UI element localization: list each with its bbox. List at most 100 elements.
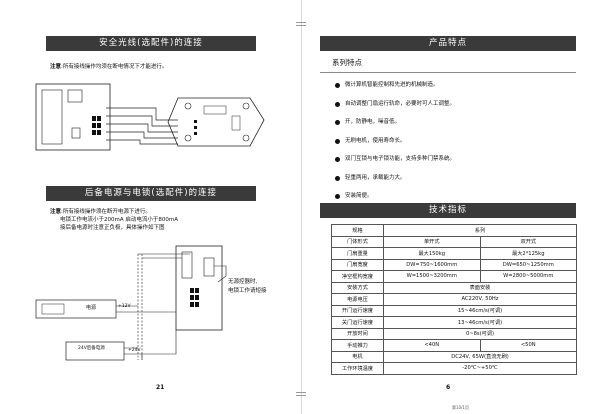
table-cell: 净空框构宽度 xyxy=(331,270,384,283)
note-text: :所有接线操作均须在断电情况下才能进行。 xyxy=(61,64,168,70)
bullet-icon xyxy=(335,175,340,181)
page-footer: 第10/1页 xyxy=(452,405,469,410)
table-cell: 最大2*125kg xyxy=(479,247,577,260)
table-row: 工作环境温度 -20℃~+50℃ xyxy=(331,362,577,375)
table-row: 净空框构宽度 W=1500~3200mm W=2800~5000mm xyxy=(331,270,577,283)
spec-table: 规格 系列 门体形式 单开式 双开式 门扇重量 最大150kg 最大2*125k… xyxy=(331,224,577,375)
table-cell: DC24V, 65W(直流无刷) xyxy=(383,350,577,363)
divider xyxy=(320,72,576,73)
table-cell: <50N xyxy=(479,339,577,352)
table-cell: 关门运行速度 xyxy=(331,316,384,329)
table-cell: 13~46cm/s(可调) xyxy=(383,316,577,329)
board-frame xyxy=(41,89,63,145)
table-cell: 安装方式 xyxy=(331,281,384,294)
list-item: 微计算机智能控制和先进的机械制造。 xyxy=(335,76,585,95)
table-cell: 系列 xyxy=(383,224,577,237)
table-cell: 单开式 xyxy=(383,235,481,248)
voltage-24v-label: +24V xyxy=(128,348,141,353)
list-item: 安装简便。 xyxy=(335,187,585,206)
terminal-block xyxy=(190,288,199,307)
table-cell: 门扇重量 xyxy=(331,247,384,260)
sensor-chip xyxy=(203,105,227,115)
board-frame xyxy=(181,251,193,279)
table-cell: 门体形式 xyxy=(331,235,384,248)
callout-line xyxy=(214,265,227,283)
table-row: 安装方式 表面安装 xyxy=(331,281,577,294)
wire xyxy=(106,131,178,139)
bullet-icon xyxy=(335,120,340,125)
table-row: 电源电压 AC220V, 50Hz xyxy=(331,293,577,306)
table-cell: W=2800~5000mm xyxy=(479,270,577,283)
safety-light-wiring-diagram xyxy=(35,83,265,151)
wire xyxy=(106,123,178,133)
power-connector xyxy=(41,303,65,315)
note-label: 注意 xyxy=(50,209,62,215)
table-cell: 最大150kg xyxy=(383,247,481,260)
wire xyxy=(116,305,142,313)
table-row: 电机 DC24V, 65W(直流无刷) xyxy=(331,350,577,363)
table-row: 门扇宽度 DW=750~1600mm DW=650~1250mm xyxy=(331,258,577,271)
bullet-icon xyxy=(335,101,340,107)
table-cell: 手动推力 xyxy=(331,339,384,352)
registration-mark xyxy=(296,392,306,402)
table-row: 门体形式 单开式 双开式 xyxy=(331,235,577,248)
note-safety-light: 注意:所有接线操作均须在断电情况下才能进行。 xyxy=(50,63,167,71)
bullet-icon xyxy=(335,138,340,144)
backup-supply-label: 24V后备电源 xyxy=(78,346,105,351)
center-fold xyxy=(301,0,302,414)
note-backup-power: 注意:所有接线操作须在断开电源下进行。 电锁工作电流小于200mA 启动电流小于… xyxy=(50,208,178,232)
terminal-block xyxy=(92,116,101,135)
table-row: 开门运行速度 15~46cm/s(可调) xyxy=(331,304,577,317)
wire xyxy=(106,107,178,121)
features-subtitle: 系列特点 xyxy=(332,58,362,67)
list-item: 开，防静电，噪音低。 xyxy=(335,113,585,132)
table-cell: 15~46cm/s(可调) xyxy=(383,304,577,317)
list-item: 双门互锁与电子锁功能，支持多种门禁系统。 xyxy=(335,150,585,169)
table-row: 规格 系列 xyxy=(331,224,577,237)
table-row: 开放时间 0~8s(可调) xyxy=(331,327,577,340)
backup-power-wiring-diagram xyxy=(35,245,227,361)
section-title-product-features: 产品特点 xyxy=(320,36,576,51)
wire xyxy=(106,139,178,145)
callout-note: 无源控器时, 电锁工作请短接 xyxy=(228,278,267,296)
registration-mark xyxy=(296,22,306,32)
section-title-safety-light: 安全光线(选配件)的连接 xyxy=(46,36,256,51)
sensor-terminals xyxy=(194,120,197,135)
table-cell: 电源电压 xyxy=(331,293,384,306)
note-line: 电锁工作电流小于200mA 启动电流小于800mA xyxy=(60,217,178,223)
callout-line-2: 电锁工作请短接 xyxy=(228,288,267,294)
table-row: 手动推力 <40N <50N xyxy=(331,339,577,352)
table-cell: -20℃~+50℃ xyxy=(383,362,577,375)
bullet-icon xyxy=(335,83,340,88)
note-line: :所有接线操作须在断开电源下进行。 xyxy=(61,209,151,215)
note-line: 接后备电源时注意正负极，具体操作如下图 xyxy=(60,225,165,231)
mounting-hole xyxy=(184,102,192,110)
table-cell: W=1500~3200mm xyxy=(383,270,481,283)
sensor-unit xyxy=(167,97,265,147)
mounting-hole xyxy=(242,102,250,110)
table-row: 关门运行速度 13~46cm/s(可调) xyxy=(331,316,577,329)
section-title-backup-power: 后备电源与电锁(选配件)的连接 xyxy=(46,186,256,201)
list-item: 无刷电机，使用寿命长。 xyxy=(335,132,585,151)
table-cell: 开门运行速度 xyxy=(331,304,384,317)
table-cell: 开放时间 xyxy=(331,327,384,340)
board-chip xyxy=(67,89,83,103)
wire xyxy=(142,330,177,355)
sensor-relay xyxy=(231,115,241,131)
power-unit-label: 电源 xyxy=(86,305,97,311)
mounting-hole xyxy=(184,134,192,142)
table-row: 门扇重量 最大150kg 最大2*125kg xyxy=(331,247,577,260)
table-cell: 规格 xyxy=(331,224,384,237)
feature-list: 微计算机智能控制和先进的机械制造。 自动调整门扇运行轨命，必要时可人工调整。 开… xyxy=(335,76,585,206)
table-cell: <40N xyxy=(383,339,481,352)
voltage-12v-label: +12V xyxy=(118,304,131,309)
board-connector xyxy=(203,257,215,277)
controller-board xyxy=(35,83,111,151)
bullet-icon xyxy=(335,157,340,162)
table-cell: 双开式 xyxy=(479,235,577,248)
table-cell: 工作环境温度 xyxy=(331,362,384,375)
callout-line-1: 无源控器时, xyxy=(228,279,258,285)
controller-board xyxy=(175,245,223,331)
table-cell: AC220V, 50Hz xyxy=(383,293,577,306)
table-cell: 电机 xyxy=(331,350,384,363)
